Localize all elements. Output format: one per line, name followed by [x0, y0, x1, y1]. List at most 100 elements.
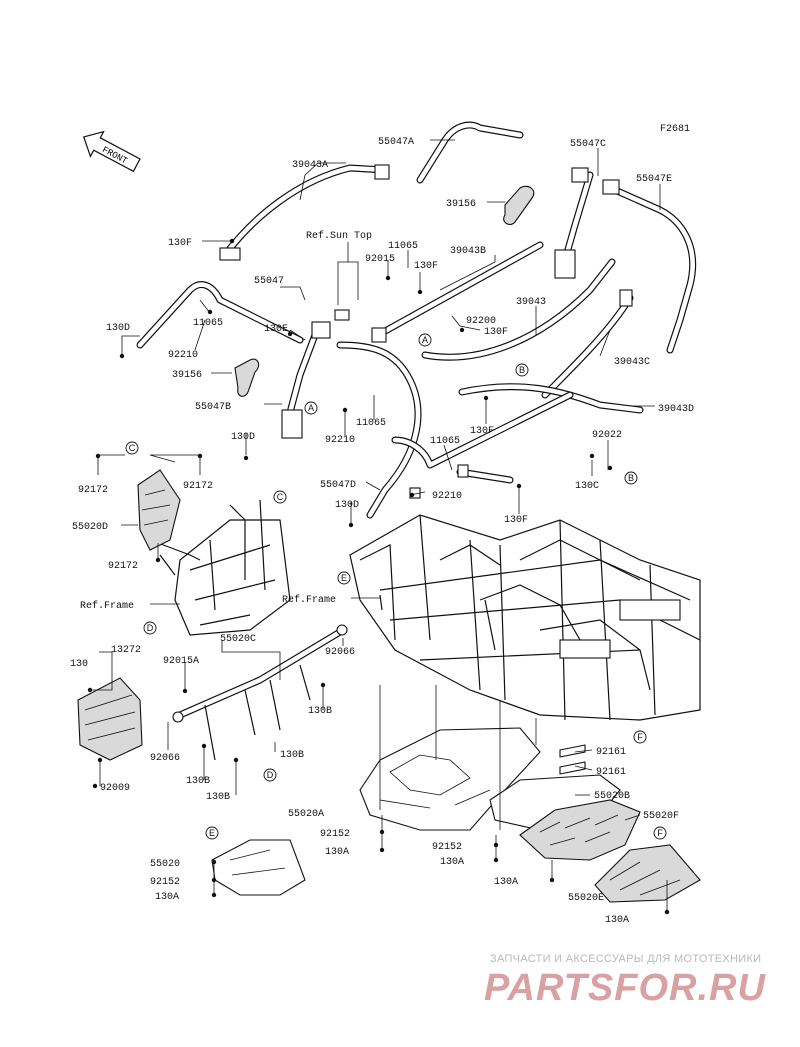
callout-f-1: F: [633, 730, 647, 744]
label-92066-1: 92066: [325, 647, 355, 658]
label-130f-1: 130F: [168, 238, 192, 249]
label-130b-2: 130B: [280, 750, 304, 761]
label-130a-1: 130A: [325, 847, 349, 858]
label-92161-1: 92161: [596, 747, 626, 758]
label-55020e: 55020E: [568, 893, 604, 904]
callout-e-2: E: [205, 826, 219, 840]
label-92210-2: 92210: [325, 435, 355, 446]
label-92210-3: 92210: [432, 491, 462, 502]
svg-text:E: E: [341, 573, 347, 583]
label-130a-4: 130A: [155, 892, 179, 903]
label-ref-sun-top: Ref.Sun Top: [306, 230, 372, 242]
svg-text:B: B: [519, 365, 525, 375]
svg-text:C: C: [277, 492, 284, 502]
label-130a-3: 130A: [494, 877, 518, 888]
label-130b-4: 130B: [206, 792, 230, 803]
label-39043b: 39043B: [450, 246, 486, 257]
svg-text:D: D: [267, 770, 274, 780]
svg-text:A: A: [422, 335, 428, 345]
svg-text:D: D: [147, 623, 154, 633]
label-55047e: 55047E: [636, 174, 672, 185]
callout-c-2: C: [273, 490, 287, 504]
callout-b-2: B: [624, 471, 638, 485]
label-130e: 130E: [264, 324, 288, 335]
callout-a-1: A: [418, 333, 432, 347]
label-92200: 92200: [466, 316, 496, 327]
svg-text:F: F: [637, 732, 643, 742]
label-55047a: 55047A: [378, 137, 414, 148]
label-92172-2: 92172: [183, 481, 213, 492]
label-55047d: 55047D: [320, 480, 356, 491]
callout-d-1: D: [143, 621, 157, 635]
main-frame: [349, 514, 701, 721]
callout-c-1: C: [125, 441, 139, 455]
watermark-tagline: ЗАПЧАСТИ И АКСЕССУАРЫ ДЛЯ МОТОТЕХНИКИ: [490, 953, 762, 965]
svg-text:F: F: [657, 828, 663, 838]
callout-a-2: A: [304, 401, 318, 415]
front-frame: [149, 499, 291, 636]
label-130f-5: 130F: [504, 515, 528, 526]
label-39043c: 39043C: [614, 357, 650, 368]
label-92015: 92015: [365, 254, 395, 265]
label-130d-2: 130D: [231, 432, 255, 443]
front-arrow-icon: FRONT: [82, 130, 141, 173]
label-55020a: 55020A: [288, 809, 324, 820]
label-39156-top: 39156: [446, 199, 476, 210]
label-39043d: 39043D: [658, 404, 694, 415]
watermark-brand: PARTSFOR.RU: [484, 967, 766, 1009]
label-92022: 92022: [592, 430, 622, 441]
svg-text:B: B: [628, 473, 634, 483]
label-130a-2: 130A: [440, 857, 464, 868]
label-130b-3: 130B: [186, 776, 210, 787]
label-130f-2: 130F: [414, 261, 438, 272]
label-39043: 39043: [516, 297, 546, 308]
label-ref-frame-2: Ref.Frame: [282, 594, 336, 606]
roll-cage: [136, 121, 697, 519]
label-92172-1: 92172: [78, 485, 108, 496]
label-11065-2: 11065: [193, 318, 223, 329]
guard-55020d: [137, 469, 181, 551]
label-55047: 55047: [254, 276, 284, 287]
label-92172-3: 92172: [108, 561, 138, 572]
label-92009: 92009: [100, 783, 130, 794]
label-130a-5: 130A: [605, 915, 629, 926]
label-130: 130: [70, 659, 88, 670]
label-130c: 130C: [575, 481, 599, 492]
svg-text:C: C: [129, 443, 136, 453]
skid-plates: [211, 727, 701, 903]
label-ref-frame-1: Ref.Frame: [80, 600, 134, 612]
label-55020b: 55020B: [594, 791, 630, 802]
label-92152-1: 92152: [320, 829, 350, 840]
callout-circles: A A B B C C D D E E F F: [125, 333, 667, 840]
fastener-dots: [87, 238, 670, 915]
label-55020d: 55020D: [72, 522, 108, 533]
callout-b-1: B: [515, 363, 529, 377]
label-130d-3: 130D: [335, 500, 359, 511]
label-55047b: 55047B: [195, 402, 231, 413]
svg-text:E: E: [209, 828, 215, 838]
label-55047c: 55047C: [570, 139, 606, 150]
label-130d-1: 130D: [106, 323, 130, 334]
label-39156-left: 39156: [172, 370, 202, 381]
label-55020: 55020: [150, 859, 180, 870]
label-130f-4: 130F: [470, 426, 494, 437]
plate-13272: [77, 677, 143, 761]
label-92152-3: 92152: [150, 877, 180, 888]
label-92066-2: 92066: [150, 753, 180, 764]
callout-d-2: D: [263, 768, 277, 782]
part-labels: 39043A 55047A 55047C 55047E 39156 130F R…: [70, 137, 694, 926]
label-92161-2: 92161: [596, 767, 626, 778]
label-55020f: 55020F: [643, 811, 679, 822]
brackets: [219, 164, 633, 499]
label-11065-4: 11065: [430, 436, 460, 447]
label-92210-1: 92210: [168, 350, 198, 361]
label-92152-2: 92152: [432, 842, 462, 853]
figure-id: F2681: [660, 124, 690, 135]
label-55020c: 55020C: [220, 634, 256, 645]
label-130f-3: 130F: [484, 327, 508, 338]
label-39043a: 39043A: [292, 160, 328, 171]
label-11065-3: 11065: [356, 418, 386, 429]
callout-f-2: F: [653, 826, 667, 840]
label-11065-1: 11065: [388, 241, 418, 252]
